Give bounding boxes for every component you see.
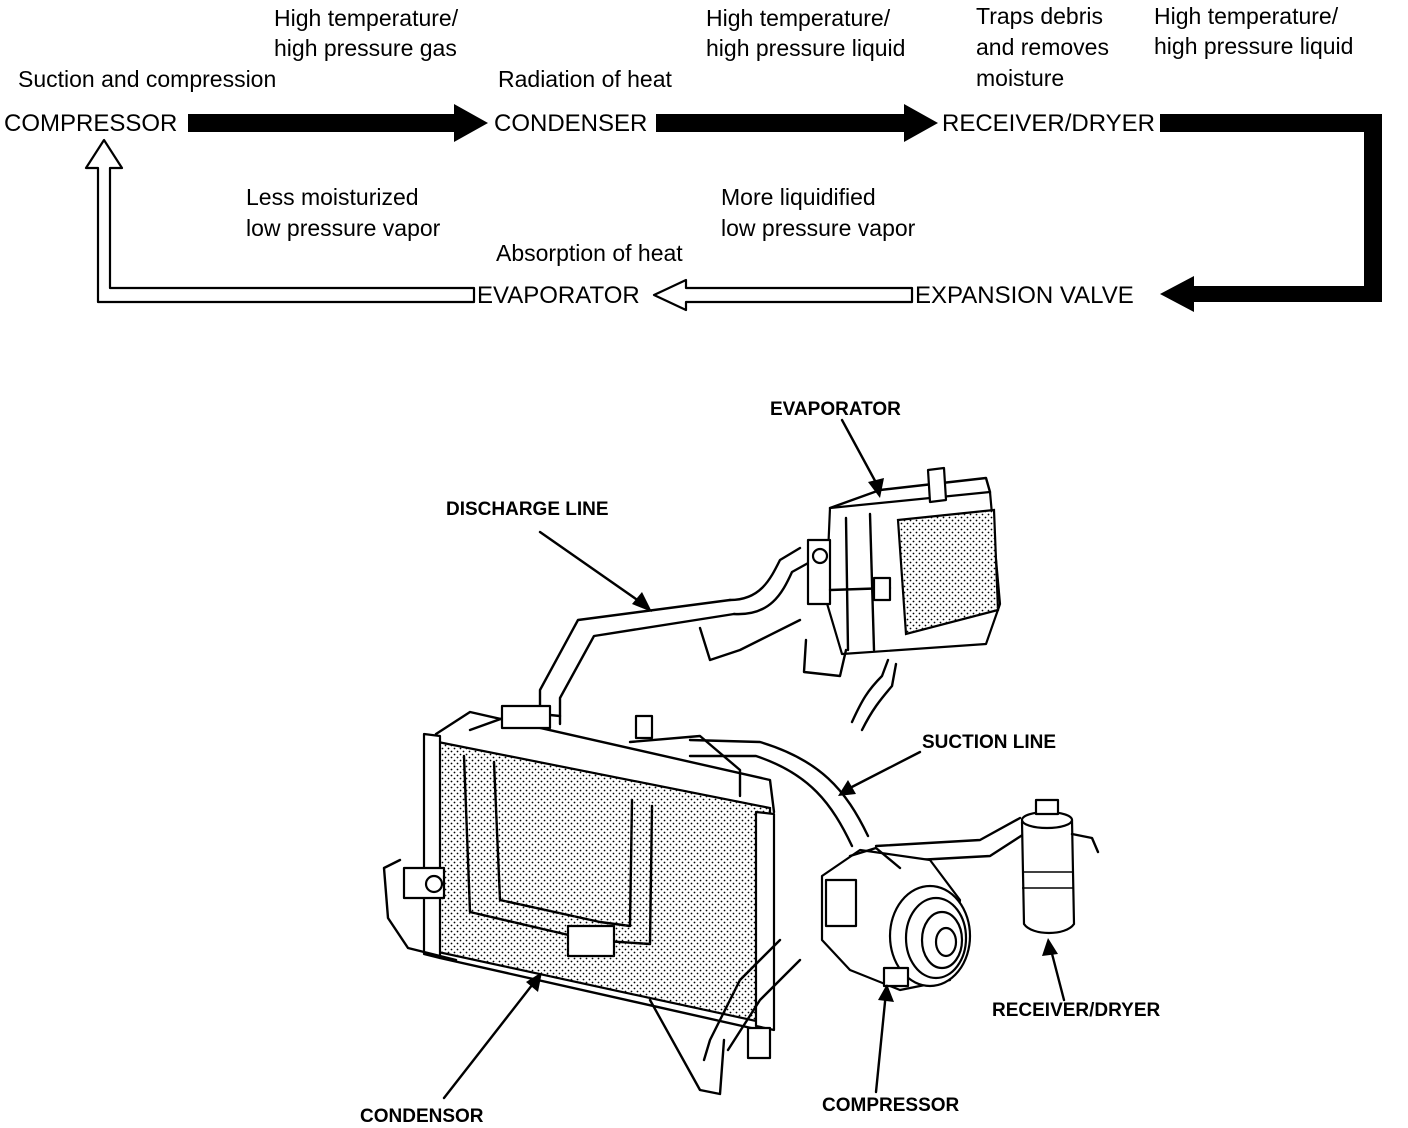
caption-expansion-output-line1: More liquidified xyxy=(721,184,876,210)
arrow-receiver-to-expansion-valve xyxy=(1160,114,1382,312)
label-leaders xyxy=(442,418,1066,1100)
refrigerant-flow-chart: COMPRESSOR CONDENSER RECEIVER/DRYER EXPA… xyxy=(4,3,1382,312)
node-compressor: COMPRESSOR xyxy=(4,110,177,137)
caption-receiver-output-line2: high pressure liquid xyxy=(1154,33,1353,59)
node-evaporator: EVAPORATOR xyxy=(477,282,640,309)
arrow-expansion-valve-to-evaporator xyxy=(652,278,914,312)
caption-expansion-output-line2: low pressure vapor xyxy=(721,215,916,241)
evaporator-drawing xyxy=(802,466,1002,732)
arrow-compressor-to-condenser xyxy=(188,104,488,142)
receiver-dryer-drawing xyxy=(1020,798,1100,935)
caption-compressor-output-line2: high pressure gas xyxy=(274,35,457,61)
caption-receiver-output-line1: High temperature/ xyxy=(1154,3,1339,29)
component-illustration: EVAPORATOR DISCHARGE LINE SUCTION LINE R… xyxy=(360,399,1160,1127)
caption-condenser-output-line1: High temperature/ xyxy=(706,5,891,31)
label-suction-line: SUCTION LINE xyxy=(922,732,1056,753)
caption-receiver-function-line2: and removes xyxy=(976,34,1109,60)
label-compressor: COMPRESSOR xyxy=(822,1095,960,1116)
caption-condenser-function: Radiation of heat xyxy=(498,66,673,92)
label-receiver-dryer: RECEIVER/DRYER xyxy=(992,1000,1160,1021)
caption-compressor-function: Suction and compression xyxy=(18,66,276,92)
low-pressure-flow-arrows xyxy=(84,138,914,312)
caption-compressor-output-line1: High temperature/ xyxy=(274,5,459,31)
condenser-drawing xyxy=(382,710,776,1096)
label-condensor: CONDENSOR xyxy=(360,1106,484,1127)
caption-evaporator-function: Absorption of heat xyxy=(496,240,683,266)
high-pressure-flow-arrows xyxy=(188,104,1382,312)
node-expansion-valve: EXPANSION VALVE xyxy=(915,282,1134,309)
node-condenser: CONDENSER xyxy=(494,110,647,137)
compressor-drawing xyxy=(820,846,972,992)
caption-receiver-function-line3: moisture xyxy=(976,65,1064,91)
arrow-evaporator-to-compressor xyxy=(84,138,476,304)
caption-evaporator-output-line1: Less moisturized xyxy=(246,184,419,210)
refrigerant-lines xyxy=(468,546,1026,1062)
caption-receiver-function-line1: Traps debris xyxy=(976,3,1103,29)
caption-evaporator-output-line2: low pressure vapor xyxy=(246,215,441,241)
label-discharge-line: DISCHARGE LINE xyxy=(446,499,609,520)
node-receiver-dryer: RECEIVER/DRYER xyxy=(942,110,1155,137)
label-evaporator: EVAPORATOR xyxy=(770,399,901,420)
caption-condenser-output-line2: high pressure liquid xyxy=(706,35,905,61)
arrow-condenser-to-receiver xyxy=(656,104,938,142)
